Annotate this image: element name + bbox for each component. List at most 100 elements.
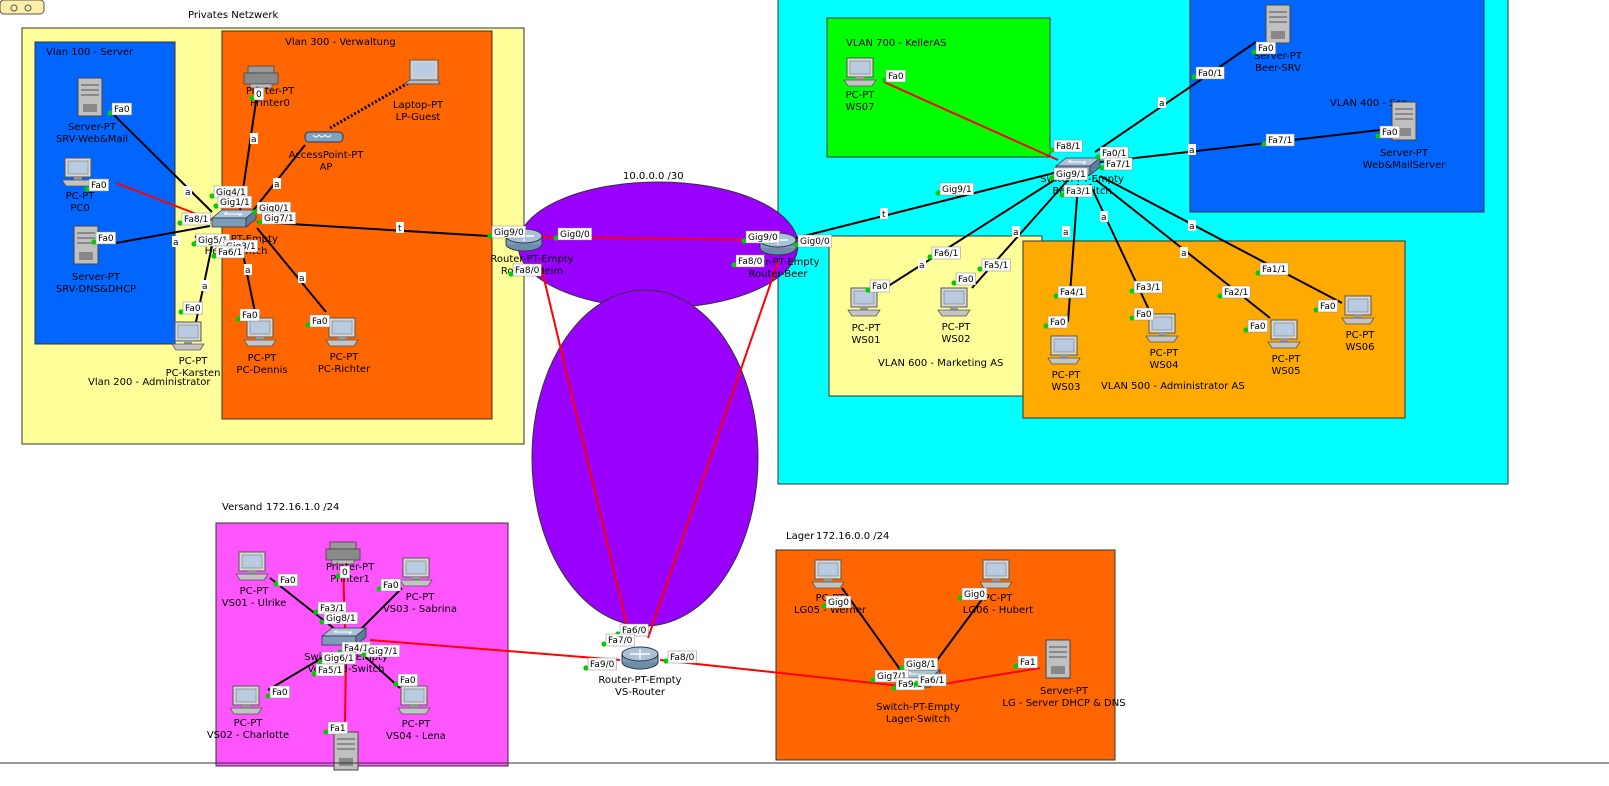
pc-icon[interactable] bbox=[937, 287, 971, 317]
link-wireless-laptop[interactable] bbox=[329, 80, 411, 130]
pc-icon[interactable] bbox=[1267, 319, 1301, 349]
port-status-dot bbox=[1261, 141, 1267, 147]
link-heim-vsrouter[interactable] bbox=[539, 261, 631, 639]
device-name: Printer0 bbox=[250, 98, 290, 109]
port-status-dot bbox=[1243, 327, 1249, 333]
area-net10-vs-link[interactable] bbox=[531, 289, 759, 627]
link-type-label: a bbox=[173, 238, 179, 248]
port-label: Gig7/1 bbox=[877, 672, 907, 682]
pc-icon[interactable] bbox=[235, 551, 269, 581]
area-vlan200-label: Vlan 200 - Administrator bbox=[88, 377, 211, 388]
area-vlan500[interactable] bbox=[1022, 240, 1406, 419]
link-routerbeer-beerswitch[interactable] bbox=[795, 171, 1059, 239]
link-switch-routerheim[interactable] bbox=[256, 221, 506, 238]
server-icon[interactable] bbox=[1265, 4, 1291, 44]
link-vsswitch-vsrouter[interactable] bbox=[369, 639, 621, 661]
port-label: Fa0 bbox=[888, 72, 904, 82]
pc-icon[interactable] bbox=[325, 317, 359, 347]
link-srvweb-switch[interactable] bbox=[113, 114, 213, 213]
port-label: Fa0 bbox=[1382, 128, 1398, 138]
link-vs03-switch[interactable] bbox=[359, 587, 403, 631]
area-private-network-label: Privates Netzwerk bbox=[188, 10, 278, 21]
port-status-dot bbox=[951, 280, 957, 286]
link-lg05-switch[interactable] bbox=[841, 587, 905, 676]
port-status-dot bbox=[1013, 663, 1019, 669]
area-vlan100[interactable] bbox=[34, 41, 176, 345]
port-label: Fa3/1 bbox=[320, 604, 344, 614]
port-status-dot bbox=[913, 681, 919, 687]
port-status-dot bbox=[191, 241, 197, 247]
pc-icon[interactable] bbox=[1341, 295, 1375, 325]
port-status-dot bbox=[317, 659, 323, 665]
area-vlan700[interactable] bbox=[826, 17, 1051, 158]
port-label: Fa0 bbox=[242, 311, 258, 321]
server-icon[interactable] bbox=[77, 77, 103, 117]
link-switch-ws06[interactable] bbox=[1099, 175, 1343, 304]
port-label: Fa3/1 bbox=[1066, 187, 1090, 197]
pc-icon[interactable] bbox=[399, 557, 433, 587]
port-status-dot bbox=[273, 581, 279, 587]
pc-icon[interactable] bbox=[843, 57, 877, 87]
device-name: AP bbox=[320, 162, 333, 173]
link-vs02-switch[interactable] bbox=[267, 651, 333, 691]
link-lg06-switch[interactable] bbox=[931, 593, 987, 668]
port-status-dot bbox=[211, 253, 217, 259]
link-switch-beersrv[interactable] bbox=[1094, 41, 1257, 153]
device-type: Server-PT bbox=[72, 272, 121, 283]
pc-icon[interactable] bbox=[811, 559, 845, 589]
port-status-dot bbox=[1255, 270, 1261, 276]
link-switch-ws01[interactable] bbox=[881, 173, 1065, 291]
port-status-dot bbox=[323, 729, 329, 735]
link-type-label: a bbox=[1189, 222, 1195, 232]
pc-icon[interactable] bbox=[171, 321, 205, 351]
switch-icon[interactable] bbox=[211, 209, 257, 228]
link-switch-lgserver[interactable] bbox=[942, 667, 1041, 685]
area-vlan400[interactable] bbox=[1189, 0, 1485, 213]
port-status-dot bbox=[508, 271, 514, 277]
top-left-note[interactable] bbox=[0, 0, 45, 15]
server-icon[interactable] bbox=[333, 731, 359, 771]
link-switch-ws03[interactable] bbox=[1067, 183, 1079, 323]
device-type: Printer-PT bbox=[246, 86, 295, 97]
port-status-dot bbox=[793, 242, 799, 248]
link-srvdns-switch[interactable] bbox=[115, 225, 211, 244]
pc-icon[interactable] bbox=[979, 559, 1013, 589]
link-type-label: a bbox=[1189, 146, 1195, 156]
port-status-dot bbox=[178, 309, 184, 315]
link-beer-vsrouter[interactable] bbox=[647, 261, 779, 639]
device-type: PC-PT bbox=[66, 191, 96, 202]
access-point-icon[interactable] bbox=[304, 131, 344, 143]
device-name: PC-Karsten bbox=[166, 368, 221, 379]
port-label: Fa0 bbox=[312, 317, 328, 327]
link-type-label: a bbox=[1159, 99, 1165, 109]
port-label: Fa0 bbox=[185, 304, 201, 314]
link-ws07-switch[interactable] bbox=[883, 81, 1059, 161]
pc-icon[interactable] bbox=[397, 685, 431, 715]
area-vlan300[interactable] bbox=[221, 30, 493, 420]
port-status-dot bbox=[1375, 133, 1381, 139]
port-label: Fa7/1 bbox=[1268, 136, 1292, 146]
link-switch-richter[interactable] bbox=[256, 227, 327, 313]
area-net10-link[interactable] bbox=[517, 181, 799, 309]
port-status-dot bbox=[311, 671, 317, 677]
link-vs04-switch[interactable] bbox=[359, 651, 401, 689]
port-status-dot bbox=[870, 677, 876, 683]
pc-icon[interactable] bbox=[229, 685, 263, 715]
port-status-dot bbox=[235, 316, 241, 322]
device-name: Lager-Switch bbox=[886, 714, 950, 725]
device-name: WS01 bbox=[852, 335, 881, 346]
pc-icon[interactable] bbox=[243, 317, 277, 347]
link-vsrouter-lagerswitch[interactable] bbox=[659, 659, 901, 687]
port-label: Fa0 bbox=[1050, 318, 1066, 328]
router-icon[interactable] bbox=[621, 646, 659, 670]
link-switch-vsserver[interactable] bbox=[344, 655, 347, 723]
link-switch-webmail[interactable] bbox=[1099, 129, 1381, 163]
device-type: PC-PT bbox=[240, 586, 270, 597]
pc-icon[interactable] bbox=[1047, 335, 1081, 365]
port-label: Fa7/1 bbox=[1106, 160, 1130, 170]
server-icon[interactable] bbox=[73, 225, 99, 265]
port-status-dot bbox=[1043, 323, 1049, 329]
device-type: Switch-PT-Empty bbox=[194, 234, 278, 245]
server-icon[interactable] bbox=[1045, 639, 1071, 679]
